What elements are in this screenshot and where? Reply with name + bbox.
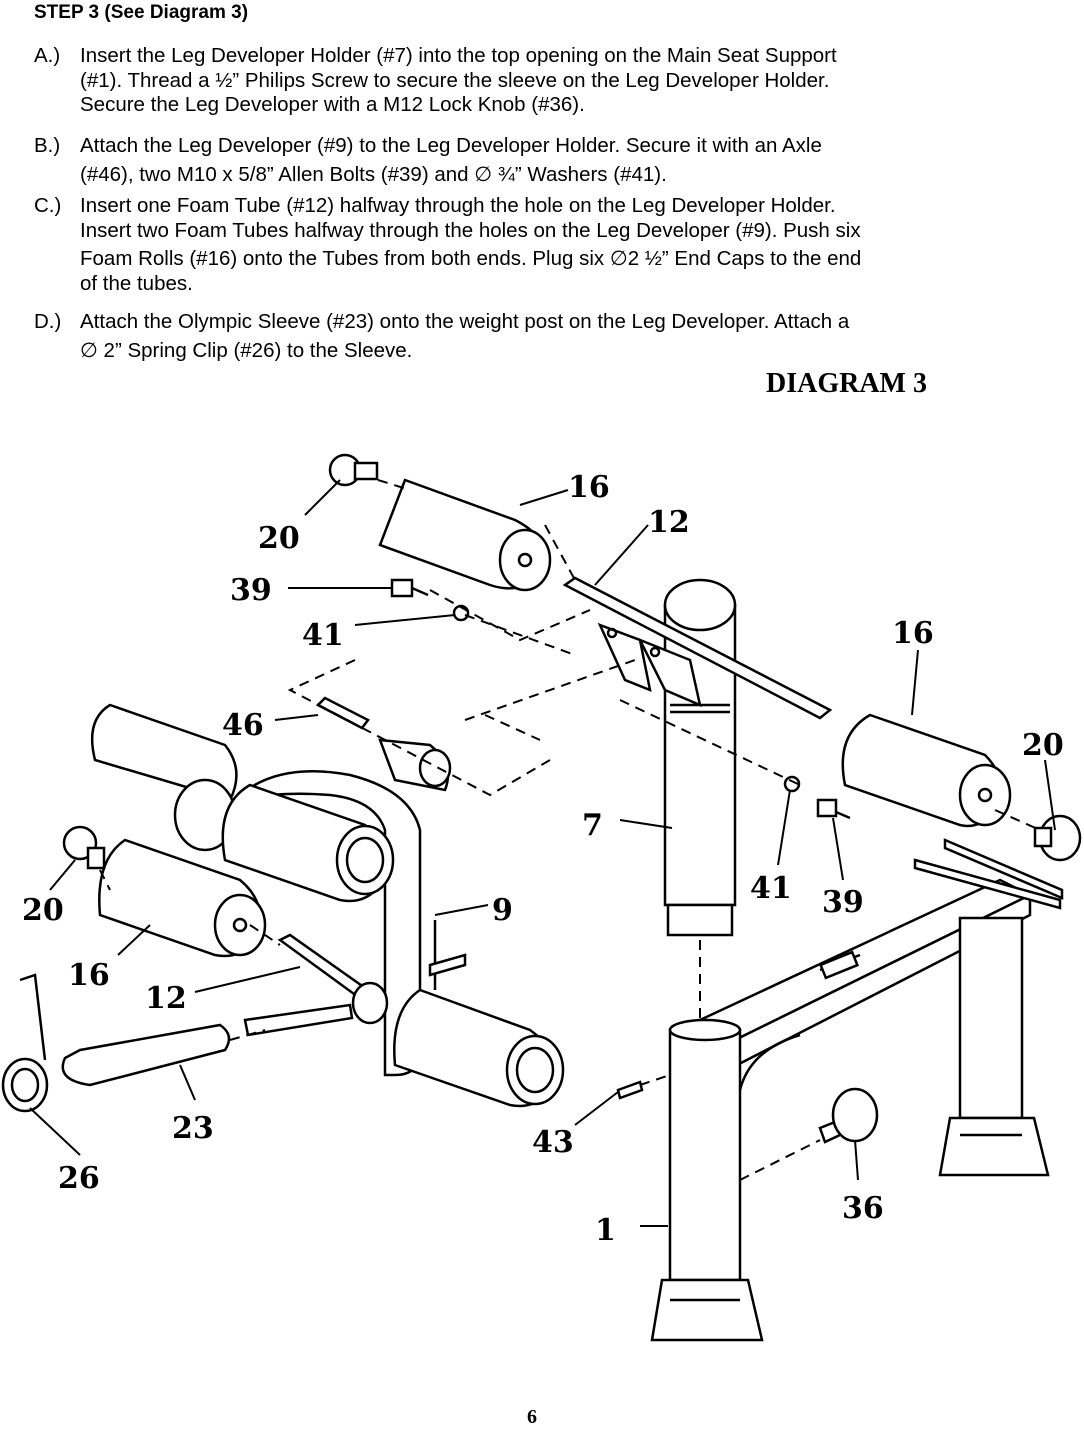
callout-label: 36 (842, 1191, 884, 1226)
instruction-line: ∅ 2” Spring Clip (#26) to the Sleeve. (80, 338, 413, 362)
instruction-line: Attach the Olympic Sleeve (#23) onto the… (80, 310, 850, 333)
instruction-c: C.) Insert one Foam Tube (#12) halfway t… (34, 194, 1064, 296)
instruction-line: of the tubes. (80, 271, 193, 295)
callout-label: 1 (595, 1213, 616, 1248)
leg-developer-holder (562, 576, 833, 937)
instruction-line: Foam Rolls (#16) onto the Tubes from bot… (80, 247, 862, 270)
allen-bolt-39-right (816, 798, 851, 820)
end-cap-20-left (62, 825, 106, 870)
instruction-a: A.) Insert the Leg Developer Holder (#7)… (34, 44, 1064, 118)
foam-roll-mid (221, 783, 395, 903)
instruction-line: Insert the Leg Developer Holder (#7) int… (80, 44, 837, 67)
callout-label: 39 (230, 573, 272, 608)
page-number: 6 (527, 1406, 537, 1428)
bushing (378, 738, 452, 792)
instruction-line: Secure the Leg Developer with a M12 Lock… (80, 93, 585, 116)
instruction-d: D.) Attach the Olympic Sleeve (#23) onto… (34, 310, 1064, 363)
end-cap-20-top (328, 453, 379, 487)
assembly-guide-lines (99, 479, 1041, 1181)
instruction-label: B.) (34, 134, 61, 157)
foam-roll-front-left (98, 838, 267, 958)
callout-label: 12 (648, 505, 690, 540)
washer-41-right (783, 775, 801, 793)
foam-roll-upper-right (841, 713, 1012, 828)
callout-label: 7 (582, 808, 603, 843)
callout-label: 39 (822, 885, 864, 920)
phillips-screw-43 (616, 1080, 644, 1100)
instruction-line: Insert one Foam Tube (#12) halfway throu… (80, 194, 836, 217)
callout-label: 16 (68, 958, 110, 993)
foam-roll-back-left (90, 703, 238, 852)
callout-label: 16 (568, 470, 610, 505)
callout-label: 12 (145, 981, 187, 1016)
end-cap-20-right (1033, 814, 1082, 862)
instruction-label: C.) (34, 194, 62, 217)
callout-label: 46 (222, 708, 264, 743)
foam-roll-upper-left (378, 478, 552, 592)
callout-label: 20 (1022, 728, 1064, 763)
foam-roll-front-right (393, 988, 565, 1108)
callout-leader-lines (29, 479, 1056, 1227)
instruction-line: Insert two Foam Tubes halfway through th… (80, 218, 861, 242)
assembly-diagram: 16 12 20 39 41 16 46 20 7 41 39 20 9 16 … (1, 453, 1082, 1342)
diagram-title: DIAGRAM 3 (766, 368, 927, 399)
callout-label: 23 (172, 1111, 214, 1146)
instruction-line: (#1). Thread a ½” Philips Screw to secur… (80, 68, 830, 92)
step-heading: STEP 3 (See Diagram 3) (34, 2, 249, 23)
lock-knob-36 (818, 1087, 879, 1144)
instruction-label: D.) (34, 310, 62, 333)
instruction-line: Attach the Leg Developer (#9) to the Leg… (80, 134, 822, 157)
callout-label: 9 (492, 893, 513, 928)
callout-label: 26 (58, 1161, 100, 1196)
callout-label: 20 (22, 893, 64, 928)
instruction-b: B.) Attach the Leg Developer (#9) to the… (34, 134, 1064, 187)
callout-label: 41 (302, 618, 344, 653)
axle-46 (315, 696, 370, 730)
callout-labels: 16 12 20 39 41 16 46 20 7 41 39 20 9 16 … (22, 470, 1064, 1248)
instruction-label: A.) (34, 44, 61, 67)
callout-label: 41 (750, 871, 792, 906)
callout-label: 16 (892, 616, 934, 651)
main-seat-support-frame (650, 838, 1064, 1342)
callout-label: 20 (258, 521, 300, 556)
allen-bolt-39-left (390, 578, 429, 598)
callout-label: 43 (532, 1125, 574, 1160)
instruction-line: (#46), two M10 x 5/8” Allen Bolts (#39) … (80, 162, 667, 186)
